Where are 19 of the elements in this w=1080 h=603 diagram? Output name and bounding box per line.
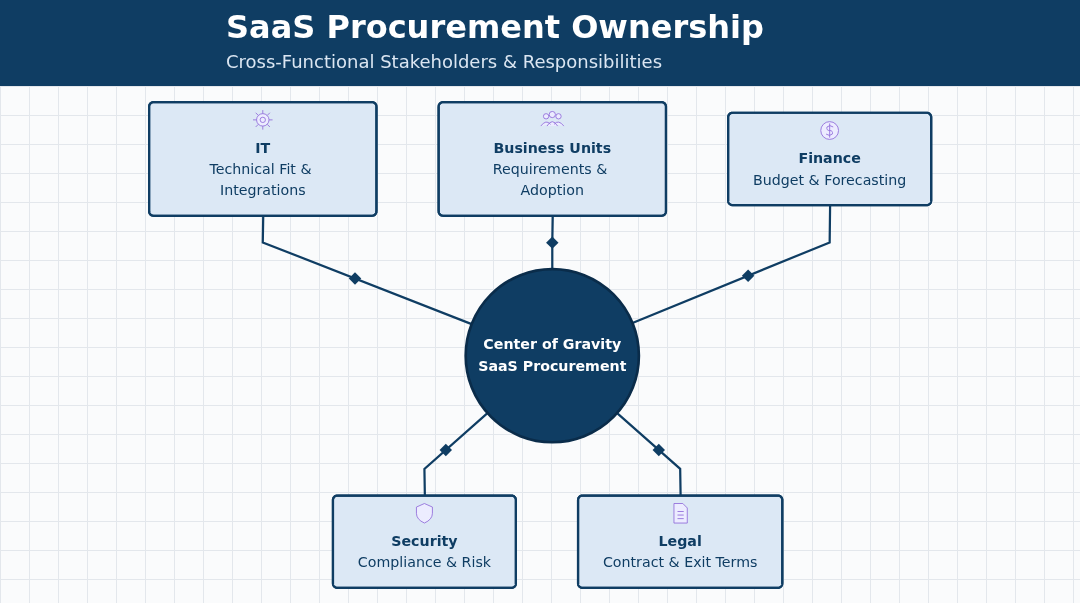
node-label: SaaS Procurement — [477, 356, 627, 374]
node-label: Budget & Forecasting — [752, 170, 907, 188]
node-label: Finance — [798, 149, 861, 167]
connector-line — [616, 411, 682, 496]
connector-line — [631, 205, 832, 324]
connector-line — [423, 411, 489, 496]
node-label: Requirements & Adoption — [492, 160, 608, 199]
node-label: Security — [391, 532, 458, 550]
node-label: Business Units — [493, 138, 611, 156]
node-label: Contract & Exit Terms — [602, 553, 758, 571]
node-label: Technical Fit & Integrations — [209, 160, 312, 199]
connector-line — [551, 215, 554, 269]
node-label: Legal — [658, 532, 702, 550]
connector-line — [261, 215, 472, 325]
node-label: Center of Gravity — [483, 335, 622, 353]
subtitle: Cross-Functional Stakeholders & Responsibilities — [226, 51, 663, 72]
node-label: Compliance & Risk — [357, 553, 491, 571]
node-label: IT — [255, 138, 271, 156]
title: SaaS Procurement Ownership — [226, 8, 764, 46]
